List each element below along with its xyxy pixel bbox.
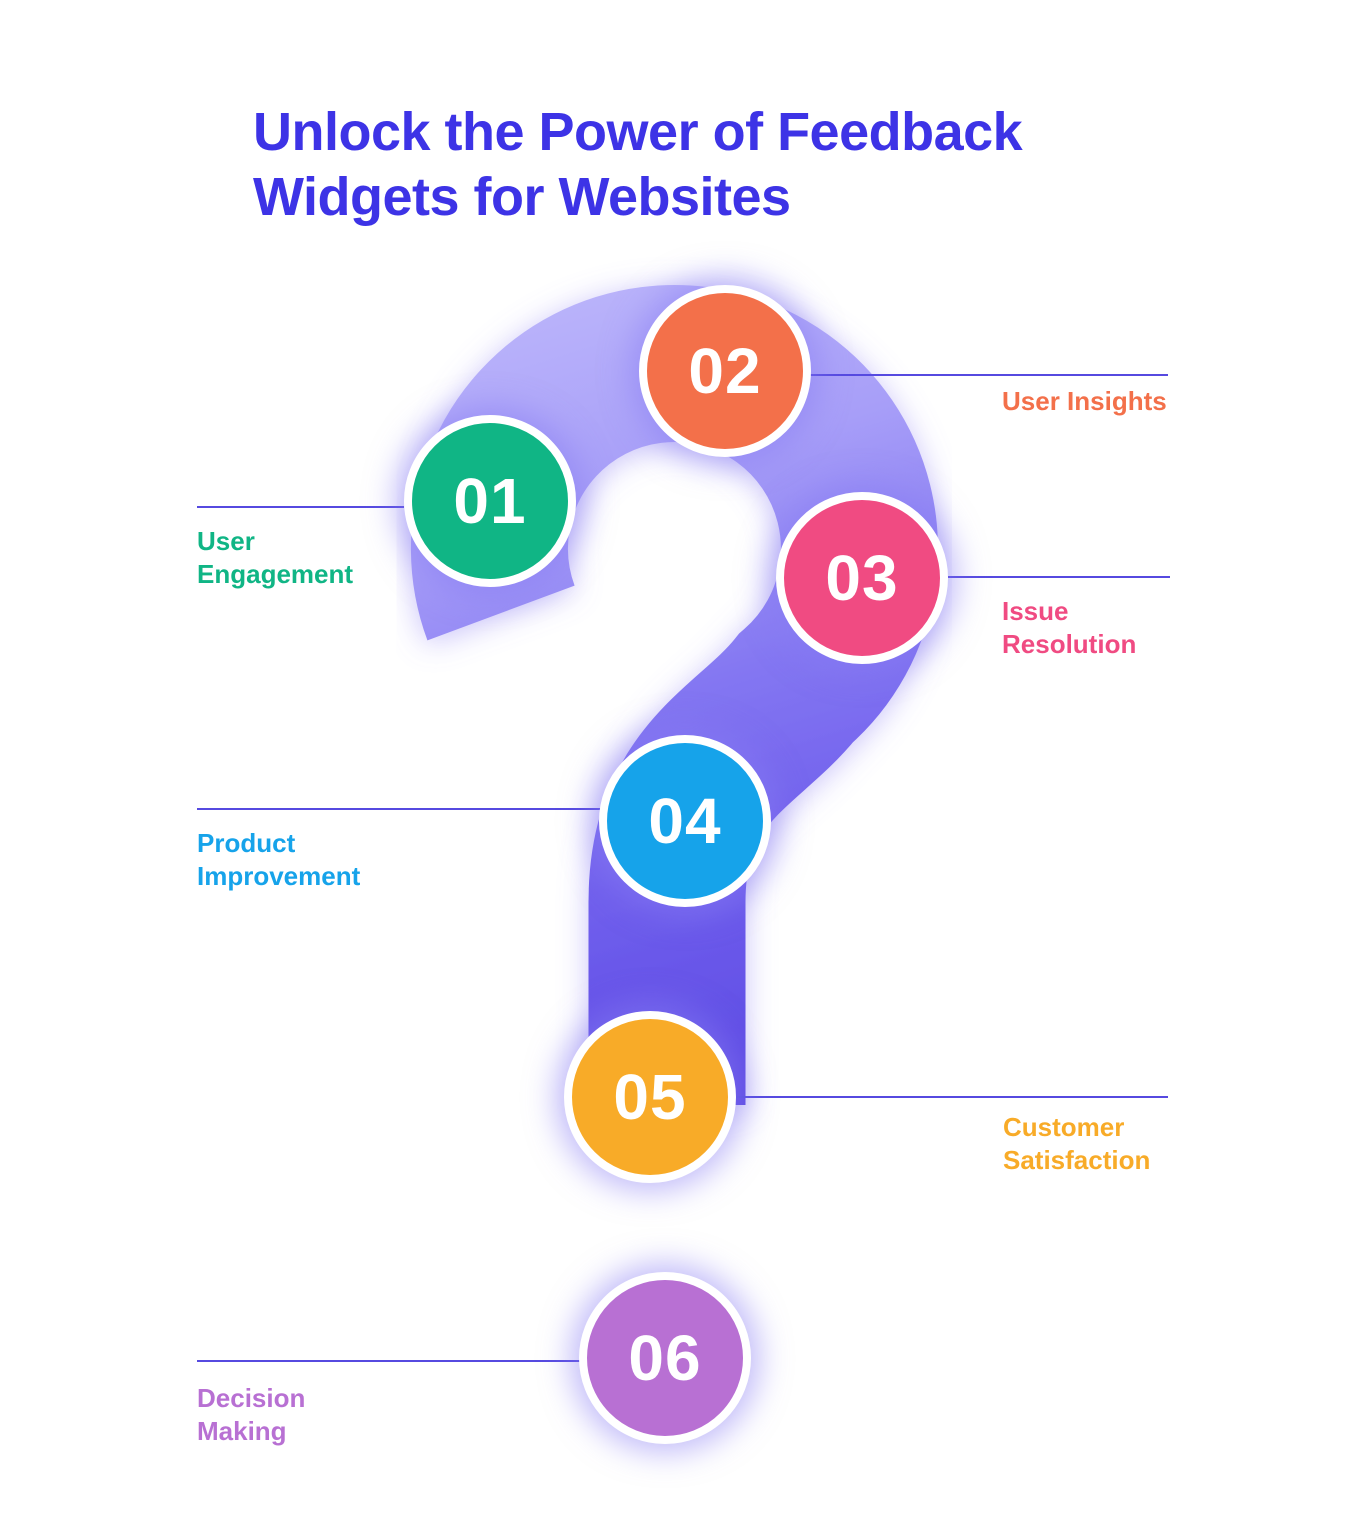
step-circle-04: 04 bbox=[599, 735, 771, 907]
step-label-06: Decision Making bbox=[197, 1383, 306, 1447]
step-label-05: Customer Satisfaction bbox=[1003, 1112, 1151, 1176]
connector-line-03 bbox=[948, 576, 1170, 578]
connector-line-05 bbox=[736, 1096, 1168, 1098]
step-number-05: 05 bbox=[613, 1061, 687, 1133]
connector-line-06 bbox=[197, 1360, 581, 1362]
connector-line-02 bbox=[810, 374, 1168, 376]
step-label-04: Product Improvement bbox=[197, 828, 361, 892]
connector-line-04 bbox=[197, 808, 601, 810]
step-circle-01: 01 bbox=[404, 415, 576, 587]
step-number-06: 06 bbox=[628, 1322, 702, 1394]
step-label-02: User Insights bbox=[1002, 386, 1167, 416]
step-circle-02: 02 bbox=[639, 285, 811, 457]
step-circle-06: 06 bbox=[579, 1272, 751, 1444]
step-number-03: 03 bbox=[825, 542, 899, 614]
step-number-01: 01 bbox=[453, 465, 527, 537]
step-number-02: 02 bbox=[688, 335, 762, 407]
page-title-line1: Unlock the Power of Feedback bbox=[253, 102, 1023, 163]
step-label-03: Issue Resolution bbox=[1002, 596, 1137, 660]
page-title-line2: Widgets for Websites bbox=[253, 166, 791, 227]
connector-line-01 bbox=[197, 506, 404, 508]
step-circle-03: 03 bbox=[776, 492, 948, 664]
step-number-04: 04 bbox=[648, 785, 722, 857]
step-label-01: User Engagement bbox=[197, 526, 354, 590]
page-title: Unlock the Power of Feedback Widgets for… bbox=[253, 100, 1213, 230]
step-circle-05: 05 bbox=[564, 1011, 736, 1183]
